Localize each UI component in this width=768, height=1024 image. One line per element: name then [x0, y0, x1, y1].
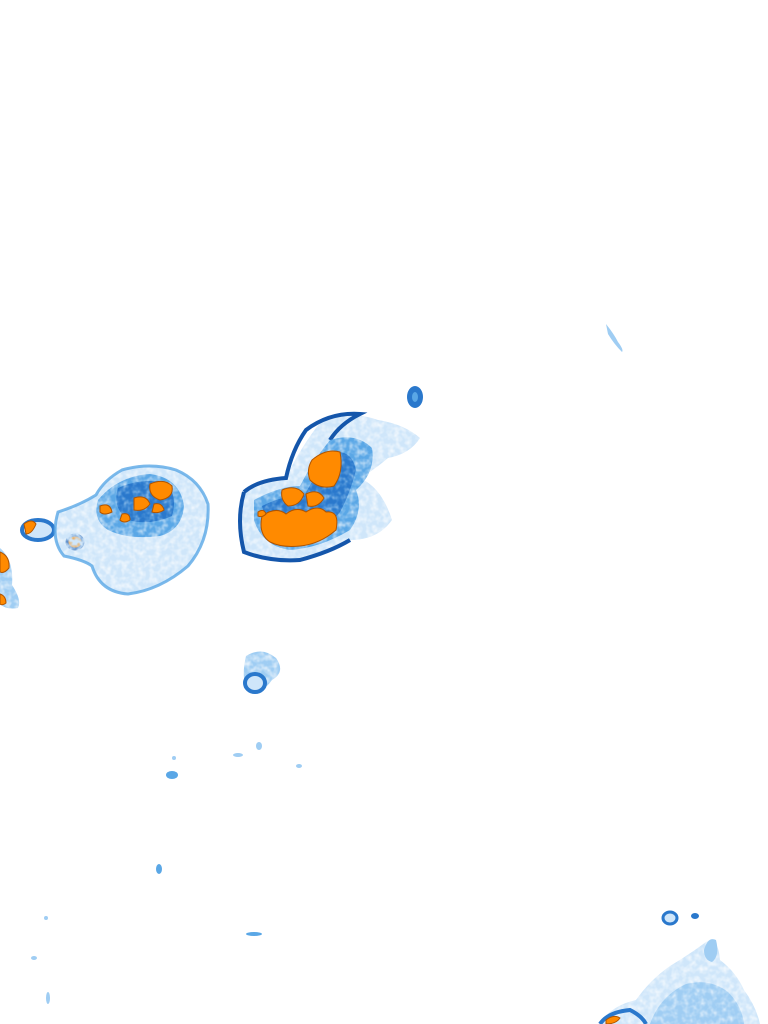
scattered-light-echoes [31, 742, 302, 1004]
cell-left-edge-core [0, 551, 10, 573]
cell-south-small-ring [243, 672, 267, 694]
cell-southeast-moderate [650, 982, 744, 1024]
cell-south-small [243, 651, 281, 694]
cell-southeast-tower [704, 939, 718, 962]
cell-left-edge [0, 548, 20, 609]
cell-southeast-storm [598, 910, 760, 1024]
trace-northeast [606, 324, 623, 352]
cell-small-west-core [23, 520, 37, 535]
cell-southeast-speck [691, 913, 699, 919]
cell-west-rim [53, 464, 210, 596]
cell-small-north-core [412, 392, 418, 402]
cell-small-north [407, 386, 423, 408]
cell-left-edge-core-b [0, 593, 7, 606]
cell-central-intense [257, 450, 342, 547]
cell-west-storm [53, 464, 210, 596]
cell-west-intense [99, 480, 173, 523]
cell-central-rim [238, 411, 368, 563]
cell-southeast-rim [598, 1007, 648, 1024]
cell-southeast-ring [661, 910, 679, 926]
cell-central-storm [238, 411, 420, 563]
